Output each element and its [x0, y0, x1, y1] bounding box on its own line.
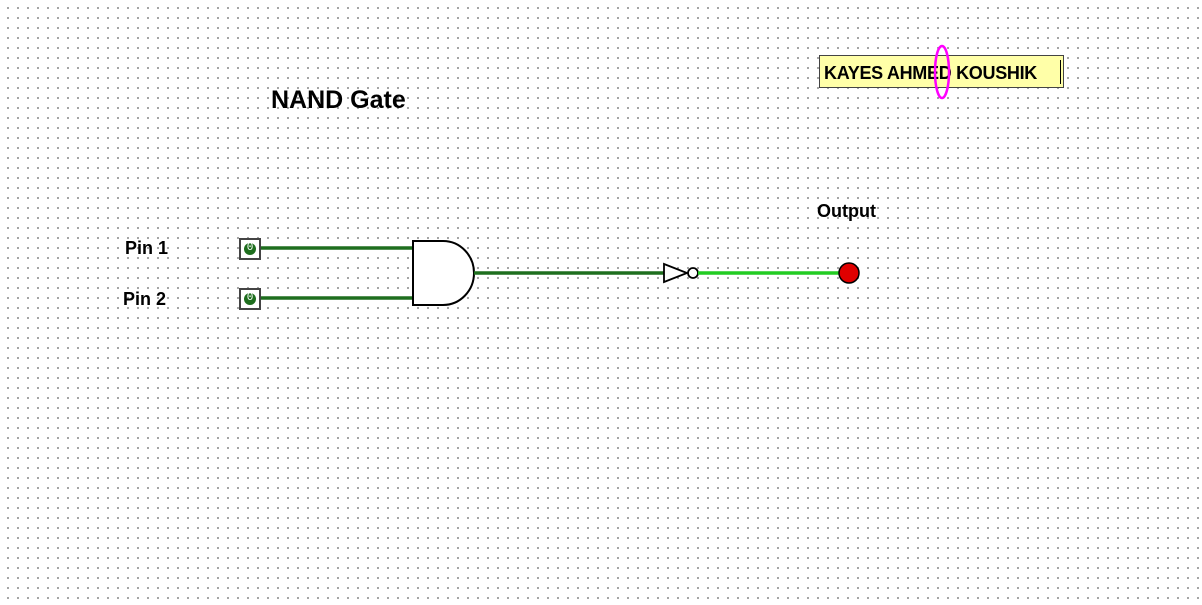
selection-handle-icon[interactable]	[933, 44, 951, 100]
pin-1-value: 0	[246, 242, 254, 254]
pin-1-state-indicator	[244, 243, 256, 255]
pin-1-label: Pin 1	[125, 238, 169, 258]
output-led-icon[interactable]	[838, 262, 860, 284]
circuit-title[interactable]: NAND Gate	[271, 86, 406, 114]
author-text-box[interactable]: KAYES AHMED KOUSHIK	[819, 55, 1064, 88]
pin-2-value: 0	[246, 292, 254, 304]
not-gate-bubble-icon	[687, 267, 699, 279]
and-gate-icon[interactable]	[412, 240, 475, 306]
text-caret	[1060, 60, 1061, 84]
pin-2-label: Pin 2	[123, 289, 167, 309]
not-gate-icon[interactable]	[663, 262, 690, 284]
input-pin-1[interactable]: 0	[239, 238, 261, 260]
pin-2-state-indicator	[244, 293, 256, 305]
output-label: Output	[817, 201, 876, 221]
input-pin-2[interactable]: 0	[239, 288, 261, 310]
author-text[interactable]: KAYES AHMED KOUSHIK	[824, 63, 1037, 83]
